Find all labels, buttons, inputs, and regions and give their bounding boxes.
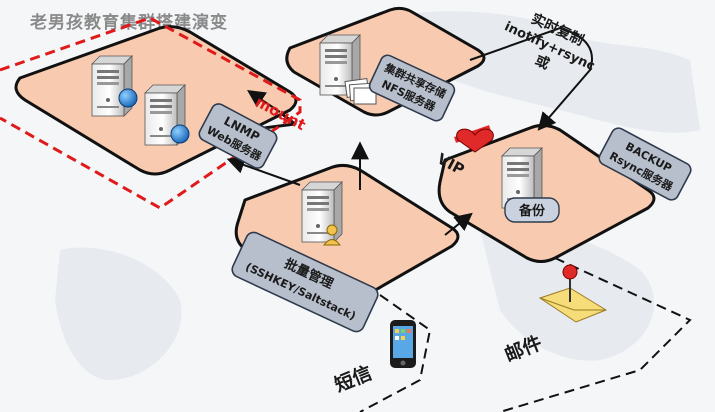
mount-boundary <box>0 16 302 210</box>
globe-icon <box>170 124 190 144</box>
documents-icon <box>344 77 377 105</box>
arrow-mgmt-to-backup <box>444 212 473 236</box>
mail-icon <box>538 264 608 323</box>
arrow-mgmt-to-web <box>226 156 301 186</box>
svg-text:备份: 备份 <box>518 203 546 219</box>
arrow-nfs-to-web <box>247 90 281 113</box>
backup-tag: 备份 <box>504 197 560 223</box>
heart-icon <box>456 128 494 153</box>
sms-label: 短信 <box>331 361 375 397</box>
person-icon <box>323 224 341 246</box>
nfs-server-label: 集群共享存储 NFS服务器 <box>368 54 456 122</box>
globe-icon <box>118 88 138 108</box>
connectors <box>226 26 692 412</box>
mail-label: 邮件 <box>501 331 545 367</box>
dashed-mail-route <box>499 257 692 412</box>
phone-icon <box>390 320 416 368</box>
arrow-nfs-to-backup <box>469 26 593 131</box>
dashed-sms-route <box>359 294 432 412</box>
svg-text:或: 或 <box>532 52 552 73</box>
